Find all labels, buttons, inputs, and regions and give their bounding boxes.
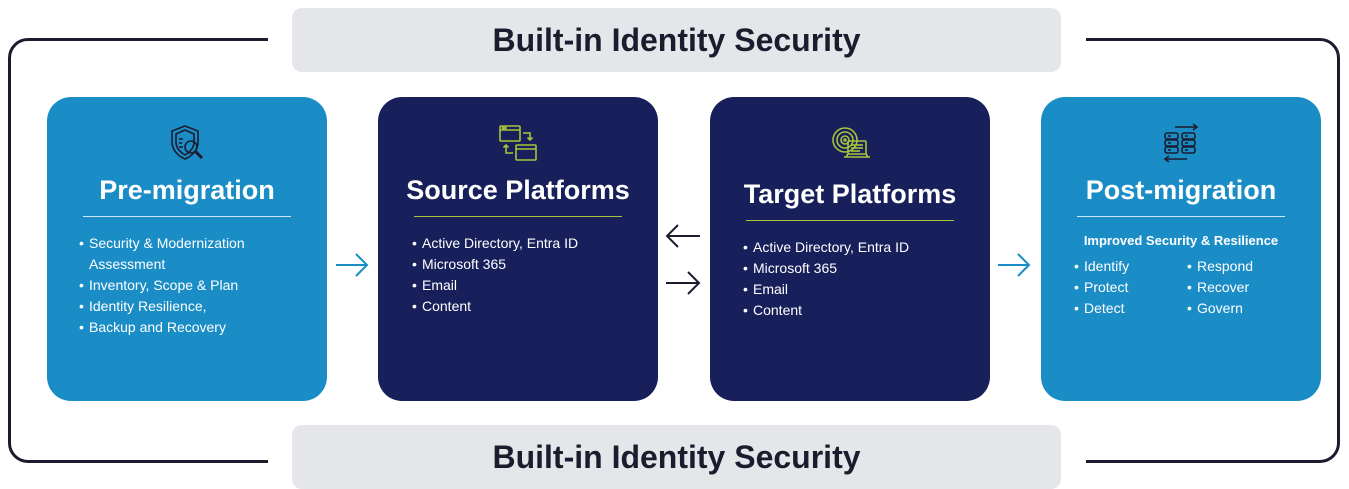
banner-top: Built-in Identity Security <box>292 8 1061 72</box>
card-pre-migration: Pre-migration Security & ModernizationAs… <box>47 97 327 401</box>
card-post-migration: Post-migration Improved Security & Resil… <box>1041 97 1321 401</box>
arrow-left-icon <box>665 224 700 248</box>
bullet-item: Email <box>412 275 658 296</box>
bullet-item: Respond <box>1187 256 1300 277</box>
bullet-continuation: Assessment <box>89 256 166 272</box>
bullet-item: Content <box>743 300 990 321</box>
bullet-item: Detect <box>1074 298 1187 319</box>
window-sync-icon <box>499 125 537 161</box>
bullet-item: Email <box>743 279 990 300</box>
bullet-list: Active Directory, Entra ID Microsoft 365… <box>412 233 658 317</box>
target-laptop-icon <box>832 127 870 158</box>
bullet-list: Identify Protect Detect <box>1074 256 1187 319</box>
arrow-right-icon <box>336 253 369 277</box>
card-divider <box>746 220 954 221</box>
bullet-list: Respond Recover Govern <box>1187 256 1300 319</box>
shield-magnifier-icon <box>171 125 204 160</box>
bullet-item: Protect <box>1074 277 1187 298</box>
card-source-platforms: Source Platforms Active Directory, Entra… <box>378 97 658 401</box>
server-transfer-icon <box>1163 123 1199 163</box>
bullet-item: Backup and Recovery <box>79 317 327 338</box>
banner-bottom: Built-in Identity Security <box>292 425 1061 489</box>
card-divider <box>1077 216 1285 217</box>
bullet-item: Microsoft 365 <box>743 258 990 279</box>
bullet-columns: Identify Protect Detect Respond Recover … <box>1074 256 1321 319</box>
bullet-item: Active Directory, Entra ID <box>412 233 658 254</box>
bullet-item: Govern <box>1187 298 1300 319</box>
bullet-item: Microsoft 365 <box>412 254 658 275</box>
bullet-list: Active Directory, Entra ID Microsoft 365… <box>743 237 990 321</box>
bullet-item: Inventory, Scope & Plan <box>79 275 327 296</box>
card-divider <box>83 216 291 217</box>
card-title: Pre-migration <box>99 175 275 205</box>
arrow-right-icon <box>666 271 701 295</box>
arrow-right-icon <box>998 253 1031 277</box>
bullet-item: Identity Resilience, <box>79 296 327 317</box>
card-title: Source Platforms <box>406 175 630 205</box>
card-title: Target Platforms <box>743 179 957 209</box>
card-subheading: Improved Security & Resilience <box>1083 233 1279 248</box>
bullet-item: Identify <box>1074 256 1187 277</box>
bullet-item: Active Directory, Entra ID <box>743 237 990 258</box>
card-divider <box>414 216 622 217</box>
card-title: Post-migration <box>1085 175 1277 205</box>
bullet-item: Recover <box>1187 277 1300 298</box>
bullet-item: Content <box>412 296 658 317</box>
card-target-platforms: Target Platforms Active Directory, Entra… <box>710 97 990 401</box>
